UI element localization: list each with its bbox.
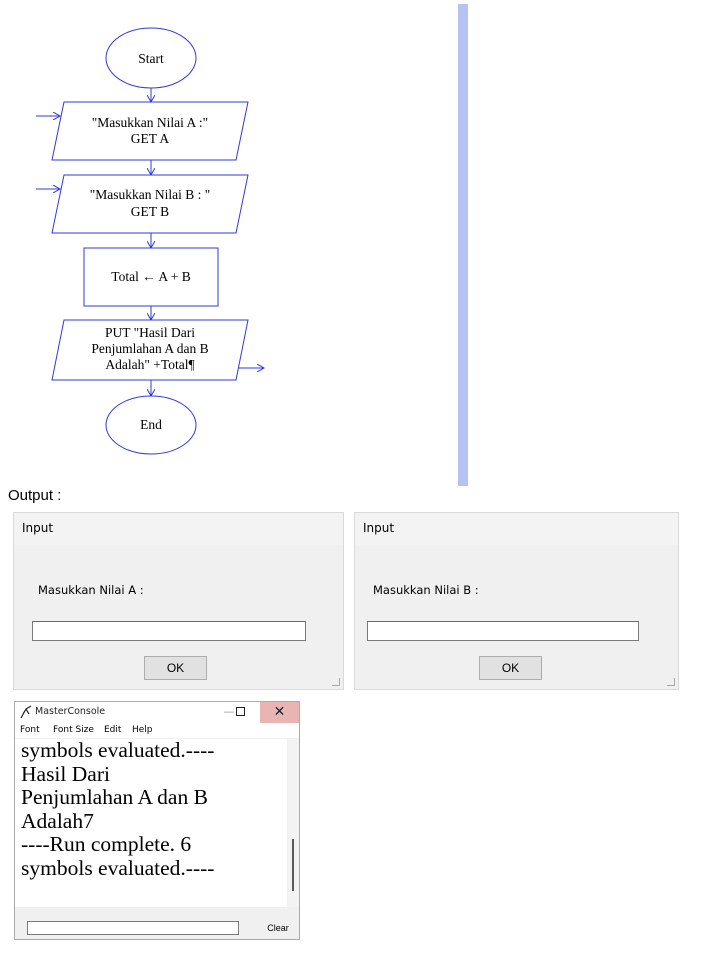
value-input-b[interactable] — [367, 621, 639, 641]
console-output[interactable]: symbols evaluated.---- Hasil Dari Penjum… — [15, 739, 287, 907]
output-line1: PUT "Hasil Dari — [105, 325, 195, 340]
console-line: Adalah7 — [21, 808, 94, 833]
console-line: symbols evaluated.---- — [21, 855, 215, 880]
console-line: Hasil Dari — [21, 761, 110, 786]
dialog-title: Input — [363, 521, 395, 535]
console-line: Penjumlahan A dan B — [21, 785, 208, 809]
input-b-line1: "Masukkan Nilai B : " — [90, 187, 211, 202]
output-line3: Adalah" +Total¶ — [105, 357, 194, 372]
console-line: symbols evaluated.---- — [21, 739, 215, 762]
maximize-icon[interactable] — [236, 707, 245, 716]
end-terminator — [105, 395, 197, 455]
input-a-parallelogram — [51, 101, 249, 161]
ok-button[interactable]: OK — [144, 656, 207, 680]
close-icon[interactable]: ✕ — [260, 702, 299, 723]
dialog-titlebar[interactable]: Input — [14, 513, 343, 545]
output-heading: Output : — [8, 487, 62, 504]
end-label: End — [140, 417, 162, 432]
flowchart: Start "Masukkan Nilai A :" GET A "Masukk… — [36, 27, 460, 455]
ok-button[interactable]: OK — [479, 656, 542, 680]
master-console-window: MasterConsole — ✕ Font Font Size Edit He… — [14, 701, 300, 940]
start-terminator — [105, 27, 197, 89]
resize-grip-icon[interactable] — [667, 678, 675, 686]
input-dialog-a: Input Masukkan Nilai A : OK — [13, 512, 344, 690]
dialog-prompt: Masukkan Nilai B : — [373, 583, 479, 597]
output-parallelogram — [51, 319, 249, 381]
console-scrollbar[interactable] — [287, 739, 299, 907]
menu-font-size[interactable]: Font Size — [53, 725, 94, 735]
resize-grip-icon[interactable] — [332, 678, 340, 686]
dialog-title: Input — [22, 521, 54, 535]
side-bar — [458, 4, 468, 486]
console-menubar: Font Font Size Edit Help — [15, 723, 299, 738]
master-console-logo-icon — [20, 705, 32, 719]
value-input-a[interactable] — [32, 621, 306, 641]
menu-font[interactable]: Font — [20, 725, 40, 735]
console-line: ----Run complete. 6 — [21, 832, 192, 856]
console-titlebar[interactable]: MasterConsole — ✕ — [15, 702, 299, 723]
input-dialog-b: Input Masukkan Nilai B : OK — [354, 512, 679, 690]
input-b-parallelogram — [51, 174, 249, 234]
dialog-titlebar[interactable]: Input — [355, 513, 678, 545]
process-box — [83, 247, 219, 307]
menu-edit[interactable]: Edit — [104, 725, 122, 735]
input-a-line1: "Masukkan Nilai A :" — [92, 115, 208, 130]
console-title: MasterConsole — [35, 706, 106, 717]
input-b-line2: GET B — [131, 204, 169, 219]
command-input[interactable] — [27, 921, 239, 935]
scrollbar-thumb[interactable] — [292, 839, 294, 891]
dialog-prompt: Masukkan Nilai A : — [38, 583, 144, 597]
minimize-icon[interactable]: — — [223, 705, 235, 718]
process-label: Total ← A + B — [111, 269, 190, 284]
output-line2: Penjumlahan A dan B — [91, 341, 208, 356]
clear-button[interactable]: Clear — [261, 919, 295, 937]
start-label: Start — [138, 51, 164, 66]
input-a-line2: GET A — [131, 131, 170, 146]
menu-help[interactable]: Help — [132, 725, 153, 735]
